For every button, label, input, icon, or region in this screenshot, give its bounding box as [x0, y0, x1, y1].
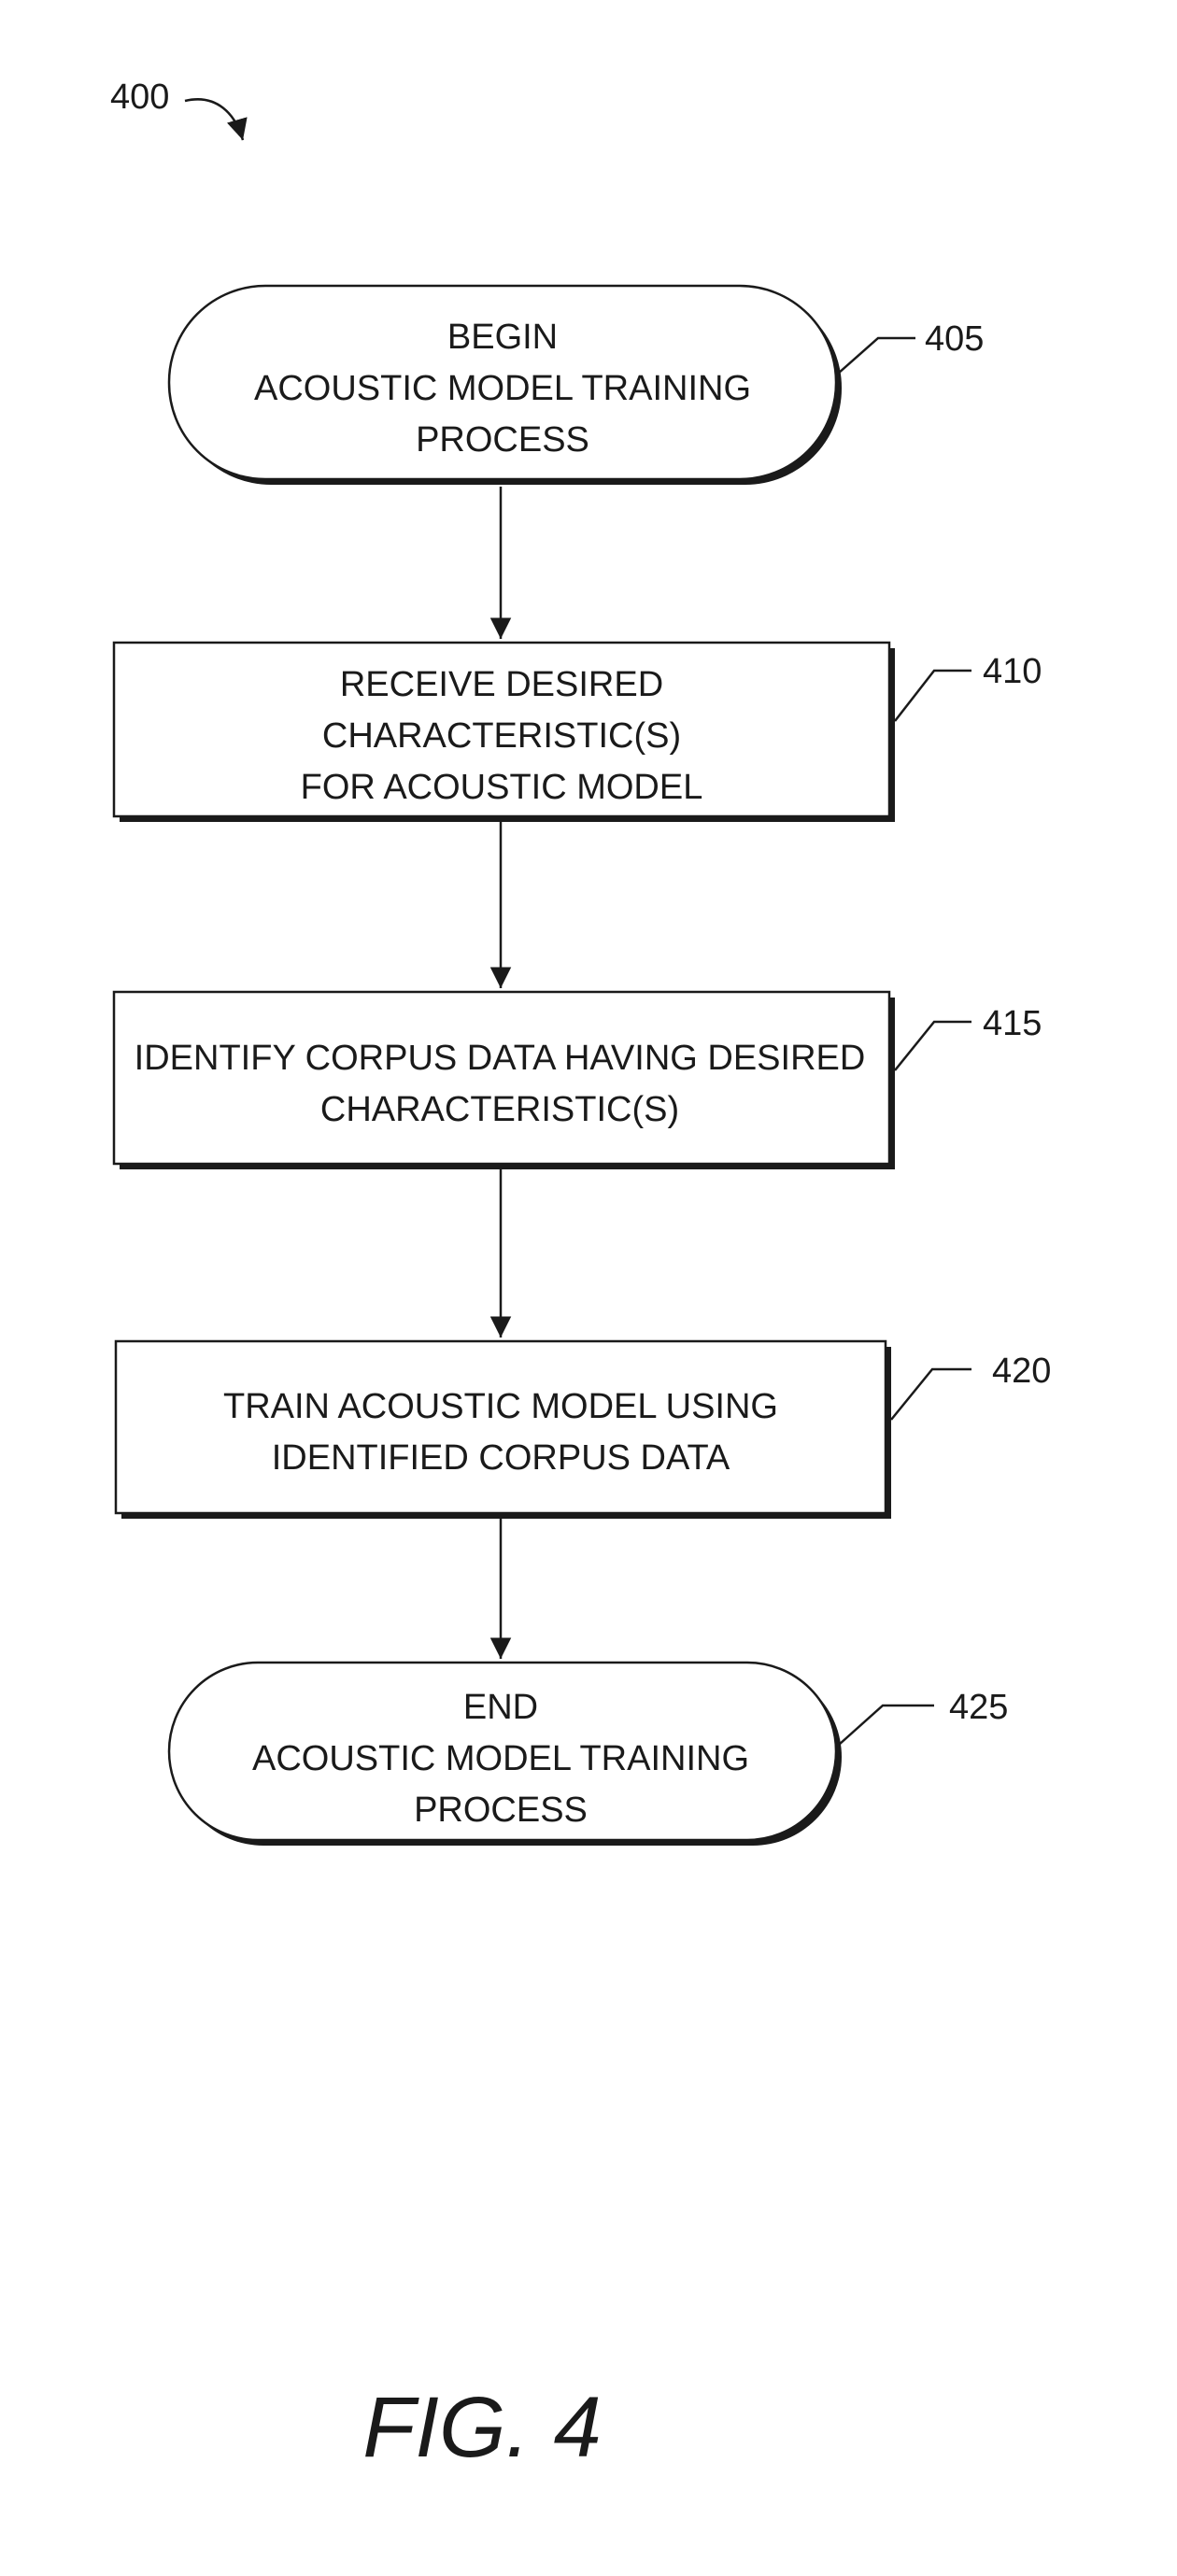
node-420-train: TRAIN ACOUSTIC MODEL USING IDENTIFIED CO… — [116, 1341, 891, 1519]
node-420-ref: 420 — [992, 1352, 1051, 1391]
figure-pointer-arrow — [185, 99, 243, 140]
node-420-leader — [891, 1369, 971, 1420]
node-410-line-2: CHARACTERISTIC(S) — [322, 716, 681, 756]
node-415-identify: IDENTIFY CORPUS DATA HAVING DESIRED CHAR… — [114, 992, 895, 1169]
node-405-line-3: PROCESS — [416, 420, 589, 460]
node-415-leader — [895, 1022, 971, 1070]
node-410-receive: RECEIVE DESIRED CHARACTERISTIC(S) FOR AC… — [114, 643, 895, 822]
node-405-begin: BEGIN ACOUSTIC MODEL TRAINING PROCESS — [169, 286, 842, 485]
node-405-leader — [838, 338, 915, 374]
node-415-line-1: IDENTIFY CORPUS DATA HAVING DESIRED — [135, 1039, 866, 1078]
node-425-leader — [839, 1706, 934, 1745]
node-405-line-1: BEGIN — [447, 318, 558, 357]
node-425-end: END ACOUSTIC MODEL TRAINING PROCESS — [169, 1663, 842, 1846]
node-425-line-1: END — [463, 1688, 538, 1727]
node-405-line-2: ACOUSTIC MODEL TRAINING — [254, 369, 751, 408]
node-410-line-3: FOR ACOUSTIC MODEL — [301, 768, 703, 807]
node-405-ref: 405 — [925, 319, 984, 359]
node-415-line-2: CHARACTERISTIC(S) — [320, 1090, 679, 1129]
node-425-ref: 425 — [949, 1688, 1008, 1727]
node-415-ref: 415 — [983, 1004, 1042, 1043]
node-425-line-2: ACOUSTIC MODEL TRAINING — [252, 1739, 749, 1778]
node-420-line-1: TRAIN ACOUSTIC MODEL USING — [223, 1387, 778, 1426]
figure-number: 400 — [110, 78, 169, 117]
node-410-line-1: RECEIVE DESIRED — [340, 665, 663, 704]
node-410-leader — [895, 671, 971, 721]
node-410-ref: 410 — [983, 652, 1042, 691]
node-425-line-3: PROCESS — [414, 1790, 588, 1830]
node-420-line-2: IDENTIFIED CORPUS DATA — [272, 1438, 730, 1478]
figure-caption: FIG. 4 — [362, 2380, 602, 2475]
